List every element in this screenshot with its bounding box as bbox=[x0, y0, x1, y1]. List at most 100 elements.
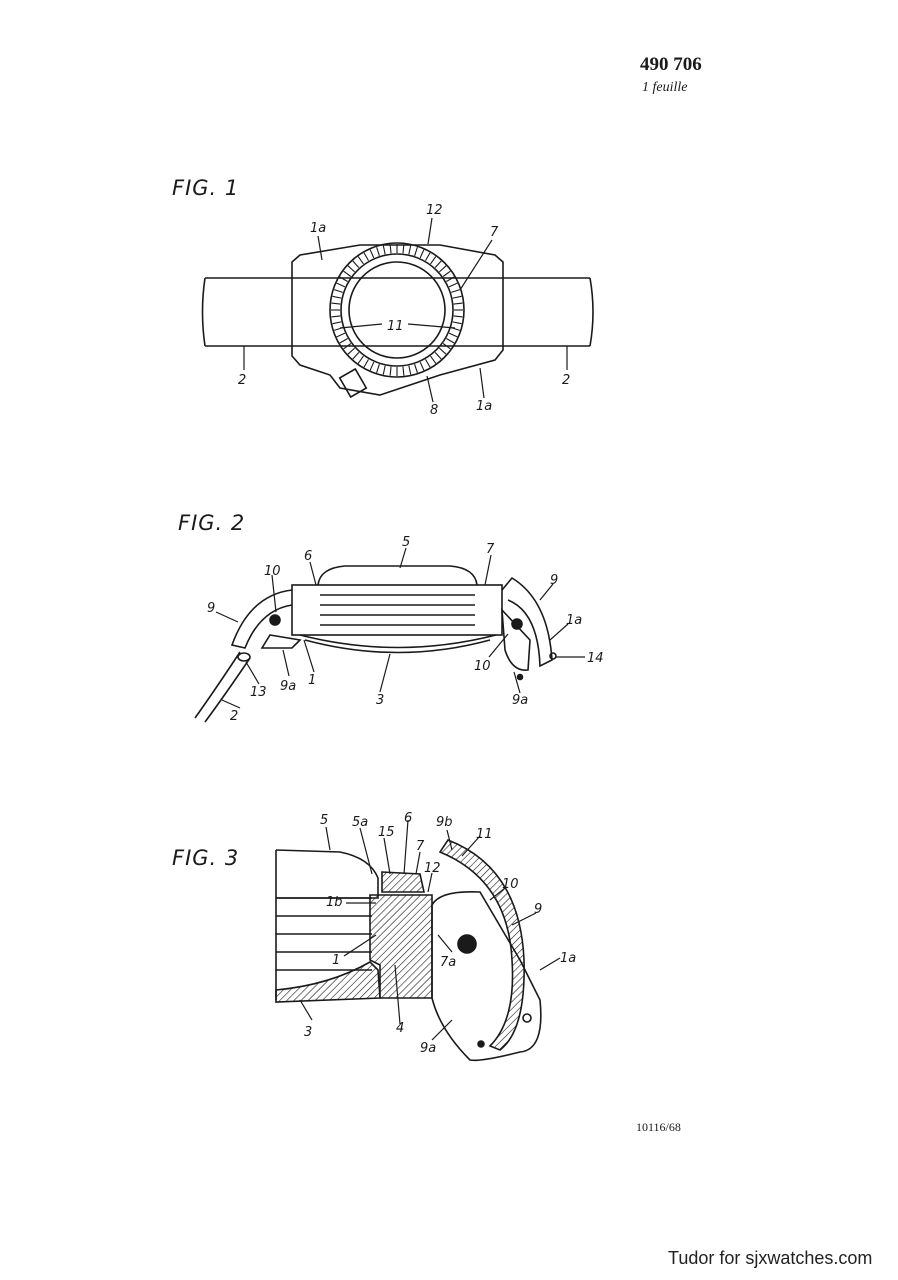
fig1-callout-2-right: 2 bbox=[562, 373, 570, 388]
fig1-callout-2-left: 2 bbox=[238, 373, 246, 388]
fig3-crystal bbox=[275, 849, 379, 899]
fig3-callout-12: 12 bbox=[424, 861, 441, 876]
fig2-lever-right bbox=[501, 576, 553, 668]
fig2-callout-9a-left: 9a bbox=[280, 679, 296, 694]
bezel-tick bbox=[347, 265, 356, 273]
fig3-callout-6: 6 bbox=[404, 811, 412, 826]
fig1-callout-12: 12 bbox=[426, 203, 443, 218]
fig1-crystal bbox=[348, 261, 446, 359]
bezel-tick bbox=[369, 249, 375, 259]
fig3-caseback bbox=[275, 961, 381, 1003]
bezel-tick bbox=[376, 364, 380, 373]
bezel-tick bbox=[336, 332, 346, 338]
bezel-tick bbox=[347, 347, 356, 355]
bezel-tick bbox=[382, 245, 386, 255]
bezel-tick bbox=[363, 252, 369, 261]
bezel-tick bbox=[451, 289, 460, 293]
fig2-strap-left bbox=[194, 651, 251, 723]
fig3-callout-5a: 5a bbox=[352, 815, 368, 830]
reference-code: 10116/68 bbox=[636, 1120, 681, 1134]
bezel-tick bbox=[343, 343, 352, 350]
fig3-callout-1b: 1b bbox=[326, 895, 343, 910]
fig2-callout-1: 1 bbox=[308, 673, 316, 688]
fig3-callout-11: 11 bbox=[476, 827, 493, 842]
fig1-strap-left bbox=[201, 277, 292, 347]
bezel-tick bbox=[414, 364, 418, 373]
bezel-tick bbox=[453, 302, 463, 305]
fig1-callout-1a-top: 1a bbox=[310, 221, 326, 236]
fig2-crystal bbox=[317, 565, 478, 586]
fig1-callout-11: 11 bbox=[387, 319, 404, 334]
bezel-tick bbox=[332, 321, 342, 325]
fig3-callout-7a: 7a bbox=[440, 955, 456, 970]
fig2-callout-2: 2 bbox=[230, 709, 238, 724]
bezel-tick bbox=[448, 332, 458, 338]
fig2-caseback bbox=[299, 634, 497, 649]
fig3-callout-15: 15 bbox=[378, 825, 395, 840]
fig3-callout-1: 1 bbox=[332, 953, 340, 968]
bezel-tick bbox=[334, 289, 343, 293]
bezel-tick bbox=[438, 265, 447, 273]
bezel-tick bbox=[430, 355, 437, 364]
bezel-tick bbox=[331, 315, 341, 318]
fig-3-label: FIG. 3 bbox=[172, 846, 240, 870]
fig2-lever-left bbox=[230, 589, 293, 649]
bezel-tick bbox=[453, 315, 463, 318]
bezel-tick bbox=[389, 366, 392, 376]
bezel-tick bbox=[425, 252, 431, 261]
fig2-callout-10-right: 10 bbox=[474, 659, 491, 674]
fig3-bezel bbox=[381, 871, 425, 893]
fig3-callout-9a: 9a bbox=[420, 1041, 436, 1056]
fig1-callout-7: 7 bbox=[490, 225, 499, 240]
fig2-callout-3: 3 bbox=[376, 693, 384, 708]
bezel-tick bbox=[452, 295, 462, 299]
bezel-tick bbox=[369, 361, 375, 371]
patent-number: 490 706 bbox=[640, 54, 702, 75]
fig3-spring-arm bbox=[438, 839, 525, 1051]
bezel-tick bbox=[438, 347, 447, 355]
bezel-tick bbox=[434, 351, 442, 360]
bezel-tick bbox=[419, 361, 425, 371]
fig3-callout-5: 5 bbox=[320, 813, 328, 828]
credit-line: Tudor for sjxwatches.com bbox=[668, 1248, 873, 1268]
fig1-callout-8: 8 bbox=[430, 403, 438, 418]
bezel-tick bbox=[357, 256, 364, 265]
bezel-tick bbox=[442, 270, 451, 277]
fig1-bezel-outer bbox=[329, 242, 465, 378]
bezel-tick bbox=[414, 247, 418, 256]
bezel-tick bbox=[408, 365, 412, 375]
bezel-tick bbox=[336, 282, 346, 288]
sheet-count: 1 feuille bbox=[642, 80, 688, 95]
fig2-callout-5: 5 bbox=[402, 535, 410, 550]
bezel-tick bbox=[382, 365, 386, 375]
fig3-callout-3: 3 bbox=[304, 1025, 312, 1040]
fig2-callout-1a: 1a bbox=[566, 613, 582, 628]
fig2-callout-9a-right: 9a bbox=[512, 693, 528, 708]
bezel-tick bbox=[408, 245, 412, 255]
bezel-tick bbox=[343, 270, 352, 277]
bezel-tick bbox=[452, 321, 462, 325]
bezel-tick bbox=[352, 260, 360, 269]
bezel-tick bbox=[402, 244, 405, 254]
fig3-callout-4: 4 bbox=[396, 1021, 404, 1036]
fig-1-label: FIG. 1 bbox=[172, 176, 240, 200]
fig1-crown bbox=[338, 367, 368, 399]
bezel-tick bbox=[339, 276, 348, 282]
bezel-tick bbox=[357, 355, 364, 364]
bezel-tick bbox=[363, 359, 369, 368]
fig3-callout-10: 10 bbox=[502, 877, 519, 892]
fig1-case bbox=[291, 244, 504, 396]
fig-2-label: FIG. 2 bbox=[178, 511, 246, 535]
bezel-tick bbox=[331, 302, 341, 305]
bezel-tick bbox=[419, 249, 425, 259]
bezel-tick bbox=[376, 247, 380, 256]
fig3-callout-9: 9 bbox=[534, 902, 542, 917]
bezel-tick bbox=[442, 343, 451, 350]
fig2-callout-9-left: 9 bbox=[207, 601, 215, 616]
bezel-tick bbox=[332, 295, 342, 299]
bezel-tick bbox=[446, 338, 455, 344]
bezel-tick bbox=[430, 256, 437, 265]
